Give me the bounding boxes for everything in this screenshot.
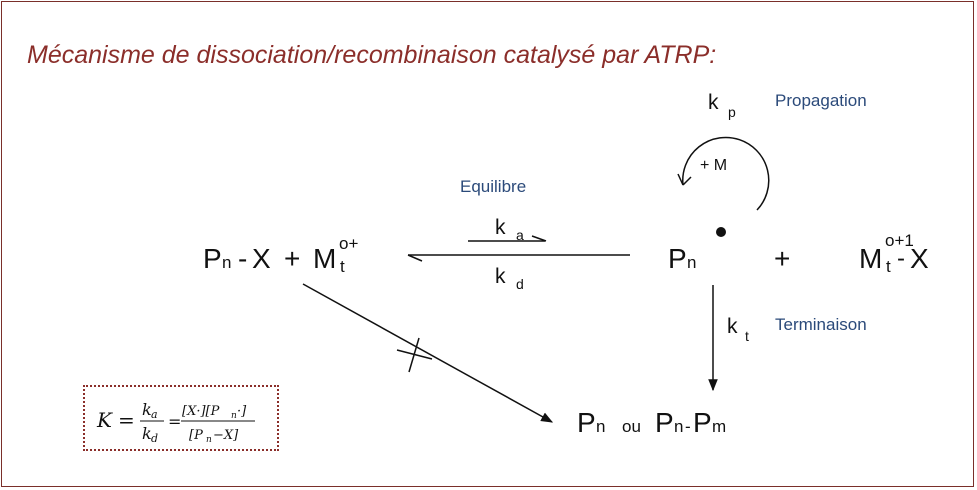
diagram-title: Mécanisme de dissociation/recombinaison …	[27, 41, 717, 69]
reactant-group: P n - X + M o+ t	[203, 234, 358, 276]
reverse-arrow-head	[407, 254, 423, 262]
propagation-loop	[682, 136, 770, 211]
metal-t: t	[340, 257, 345, 276]
eq-equals-1: =	[118, 408, 135, 432]
kt-t: t	[745, 328, 749, 344]
kp-k: k	[708, 91, 719, 114]
equilibrium-constant-box: K = k a k d = [X·][P n ·] [P n −X]	[83, 385, 279, 451]
eq-numer-end: ·]	[237, 404, 247, 419]
metal1-ox: o+1	[885, 231, 914, 250]
metal1-dash: -	[897, 245, 905, 272]
prod-p1: P	[577, 407, 596, 438]
eq-equals-2: =	[168, 412, 181, 431]
kt-k: k	[727, 315, 738, 338]
ka-k: k	[495, 216, 506, 239]
plus-m-label: + M	[700, 157, 727, 174]
metal-m: M	[313, 243, 336, 274]
eq-kd-k: k	[142, 424, 152, 443]
pn-x-x: X	[252, 243, 271, 274]
propagation-arrow-head	[677, 173, 692, 186]
eq-denom-end: −X]	[213, 428, 239, 443]
eq-numer-n: n	[231, 411, 237, 421]
prod-ou: ou	[622, 417, 641, 436]
propagation-label: Propagation	[775, 91, 867, 110]
product-group: P n ou P n - P m	[577, 407, 726, 438]
eq-denom: [P	[189, 428, 203, 443]
kd-k: k	[495, 265, 506, 288]
product-plus: +	[774, 243, 790, 274]
radical-dot	[716, 227, 726, 237]
kp-p: p	[728, 104, 736, 120]
prod-n2: n	[674, 417, 683, 436]
prod-p3: P	[693, 407, 712, 438]
eq-numer: [X·][P	[182, 404, 220, 419]
eq-kd-d: d	[151, 432, 158, 445]
blocked-cross-2	[396, 349, 433, 360]
radical-n: n	[687, 253, 696, 272]
prod-dash: -	[685, 417, 691, 436]
metal-ox: o+	[339, 234, 358, 253]
kd-d: d	[516, 276, 524, 292]
blocked-arrow	[302, 283, 554, 423]
reactant-plus: +	[284, 243, 300, 274]
radical-p: P	[668, 243, 687, 274]
equilibre-label: Equilibre	[460, 177, 526, 196]
eq-K: K	[96, 408, 113, 432]
terminaison-label: Terminaison	[775, 315, 867, 334]
metal1-m: M	[859, 243, 882, 274]
pn-x-n: n	[222, 253, 231, 272]
prod-m: m	[712, 417, 726, 436]
equilibrium-constant-equation: K = k a k d = [X·][P n ·] [P n −X]	[96, 400, 255, 445]
eq-denom-n: n	[206, 435, 212, 445]
eq-ka-k: k	[142, 400, 152, 419]
eq-ka-a: a	[151, 408, 158, 421]
ka-a: a	[516, 227, 524, 243]
forward-arrow-head	[531, 235, 547, 242]
metal1-t: t	[886, 257, 891, 276]
prod-n1: n	[596, 417, 605, 436]
metal1-x: X	[910, 243, 929, 274]
prod-p2: P	[655, 407, 674, 438]
pn-x-dash: -	[238, 243, 247, 274]
pn-x-p: P	[203, 243, 222, 274]
